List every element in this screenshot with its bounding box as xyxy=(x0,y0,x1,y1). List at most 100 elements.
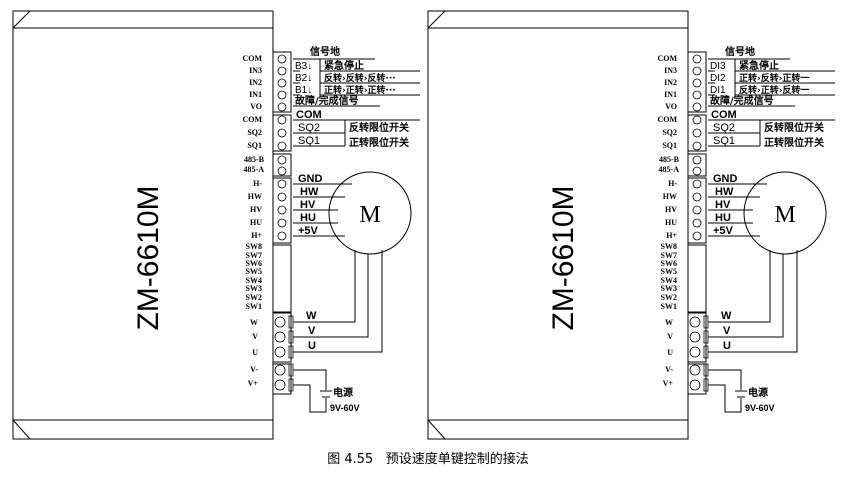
terminal-block-signal xyxy=(687,51,707,113)
pin-sw8: SW8 xyxy=(661,242,677,251)
pin-in3: IN3 xyxy=(664,66,677,75)
input-wire-di1: DI1 xyxy=(710,85,726,96)
pin-v-minus: V- xyxy=(665,365,673,374)
pin-vo: VO xyxy=(665,102,677,111)
pin-u: U xyxy=(252,348,258,357)
signal-ground-label: 信号地 xyxy=(310,45,340,58)
pin-sw1: SW1 xyxy=(246,302,262,311)
pin-sw3: SW3 xyxy=(661,284,677,293)
pin-hu: HU xyxy=(665,218,677,227)
forward-sequence-label: 正转›正转›正转··· xyxy=(324,84,396,96)
pin-h-plus: H+ xyxy=(666,231,677,240)
limit-wire-sq1: SQ1 xyxy=(713,135,735,147)
hall-wire-hu: HU xyxy=(300,212,316,224)
pin-h-plus: H+ xyxy=(251,231,262,240)
hall-wire-hu: HU xyxy=(715,212,731,224)
pin-sw7: SW7 xyxy=(661,251,677,260)
pin-com-2: COM xyxy=(657,115,677,124)
pin-v: V xyxy=(252,332,258,341)
input-wire-di2: DI2 xyxy=(710,73,726,84)
pin-sw3: SW3 xyxy=(246,284,262,293)
pin-485a: 485-A xyxy=(244,165,265,174)
input-wire-b1: B1↓ xyxy=(295,85,312,96)
pin-in1: IN1 xyxy=(249,90,262,99)
terminal-block-dip xyxy=(272,244,292,314)
terminal-block-hall xyxy=(687,177,707,244)
emergency-stop-label: 紧急停止 xyxy=(739,59,779,72)
limit-wire-com: COM xyxy=(296,109,322,121)
motor xyxy=(743,171,827,255)
pin-u: U xyxy=(667,348,673,357)
driver-model: ZM-6610M xyxy=(547,185,580,330)
pin-com-1: COM xyxy=(657,54,677,63)
pin-h-minus: H- xyxy=(253,179,262,188)
hall-wire-5v: +5V xyxy=(298,225,319,237)
limit-wire-com: COM xyxy=(711,109,737,121)
terminal-block-phase xyxy=(272,311,292,363)
phase-wire-w: W xyxy=(721,310,732,322)
terminal-block-485 xyxy=(272,153,292,177)
pin-in2: IN2 xyxy=(664,78,677,87)
pin-v-plus: V+ xyxy=(663,379,674,388)
pin-sw1: SW1 xyxy=(661,302,677,311)
pin-sw4: SW4 xyxy=(661,276,677,285)
forward-sequence-label: 正转›反转›正转一 xyxy=(739,72,809,84)
pin-sw6: SW6 xyxy=(661,259,677,268)
hall-wire-hw: HW xyxy=(715,186,734,198)
pin-sw4: SW4 xyxy=(246,276,262,285)
limit-wire-sq1: SQ1 xyxy=(298,135,320,147)
terminal-block-limit xyxy=(687,114,707,152)
signal-ground-label: 信号地 xyxy=(725,45,755,58)
reverse-sequence-label: 反转›反转›反转··· xyxy=(324,72,396,84)
motor-label: M xyxy=(359,202,380,228)
forward-limit-switch-label: 正转限位开关 xyxy=(349,136,409,149)
driver-model: ZM-6610M xyxy=(132,185,165,330)
hall-wire-hw: HW xyxy=(300,186,319,198)
power-supply xyxy=(293,369,332,413)
pin-hu: HU xyxy=(250,218,262,227)
pin-sw6: SW6 xyxy=(246,259,262,268)
limit-wire-sq2: SQ2 xyxy=(713,122,735,134)
phase-wire-w: W xyxy=(306,310,317,322)
driver-left: ZM-6610M COM IN3 IN2 IN1 VO COM SQ2 SQ1 … xyxy=(12,10,420,440)
terminal-block-phase xyxy=(687,311,707,363)
pin-v-plus: V+ xyxy=(248,379,259,388)
pin-in2: IN2 xyxy=(249,78,262,87)
hall-wire-hv: HV xyxy=(715,199,731,211)
pin-h-minus: H- xyxy=(668,179,677,188)
pin-in1: IN1 xyxy=(664,90,677,99)
pin-sw2: SW2 xyxy=(661,293,677,302)
fault-complete-signal-label: 故障/完成信号 xyxy=(295,94,359,107)
motor xyxy=(328,171,412,255)
pin-com-2: COM xyxy=(242,115,262,124)
pin-sq2: SQ2 xyxy=(247,128,262,137)
hall-wire-hv: HV xyxy=(300,199,316,211)
phase-wire-u: U xyxy=(308,340,316,352)
input-wire-b2: B2↓ xyxy=(295,73,312,84)
pin-w: W xyxy=(665,318,673,327)
pin-485b: 485-B xyxy=(244,155,265,164)
pin-hv: HV xyxy=(665,205,677,214)
input-wire-b3: B3↓ xyxy=(295,61,312,72)
phase-wire-v: V xyxy=(723,325,731,337)
pin-hw: HW xyxy=(663,192,677,201)
pin-sq2: SQ2 xyxy=(662,128,677,137)
pin-sw2: SW2 xyxy=(246,293,262,302)
pin-sw8: SW8 xyxy=(246,242,262,251)
hall-wire-gnd: GND xyxy=(713,173,738,185)
pin-hv: HV xyxy=(250,205,262,214)
pin-sq1: SQ1 xyxy=(247,141,262,150)
power-supply xyxy=(708,369,747,413)
fault-complete-signal-label: 故障/完成信号 xyxy=(710,94,774,107)
terminal-screws xyxy=(274,54,287,391)
pin-sw7: SW7 xyxy=(246,251,262,260)
reverse-sequence-label: 反转›正转›反转一 xyxy=(739,84,809,96)
terminal-block-limit xyxy=(272,114,292,152)
driver-right: ZM-6610M COM IN3 IN2 IN1 VO COM SQ2 SQ1 … xyxy=(427,10,835,440)
reverse-limit-switch-label: 反转限位开关 xyxy=(764,121,824,134)
phase-wire-u: U xyxy=(723,340,731,352)
terminal-screws xyxy=(689,54,702,391)
power-label: 电源 xyxy=(333,386,353,399)
terminal-block-hall xyxy=(272,177,292,244)
